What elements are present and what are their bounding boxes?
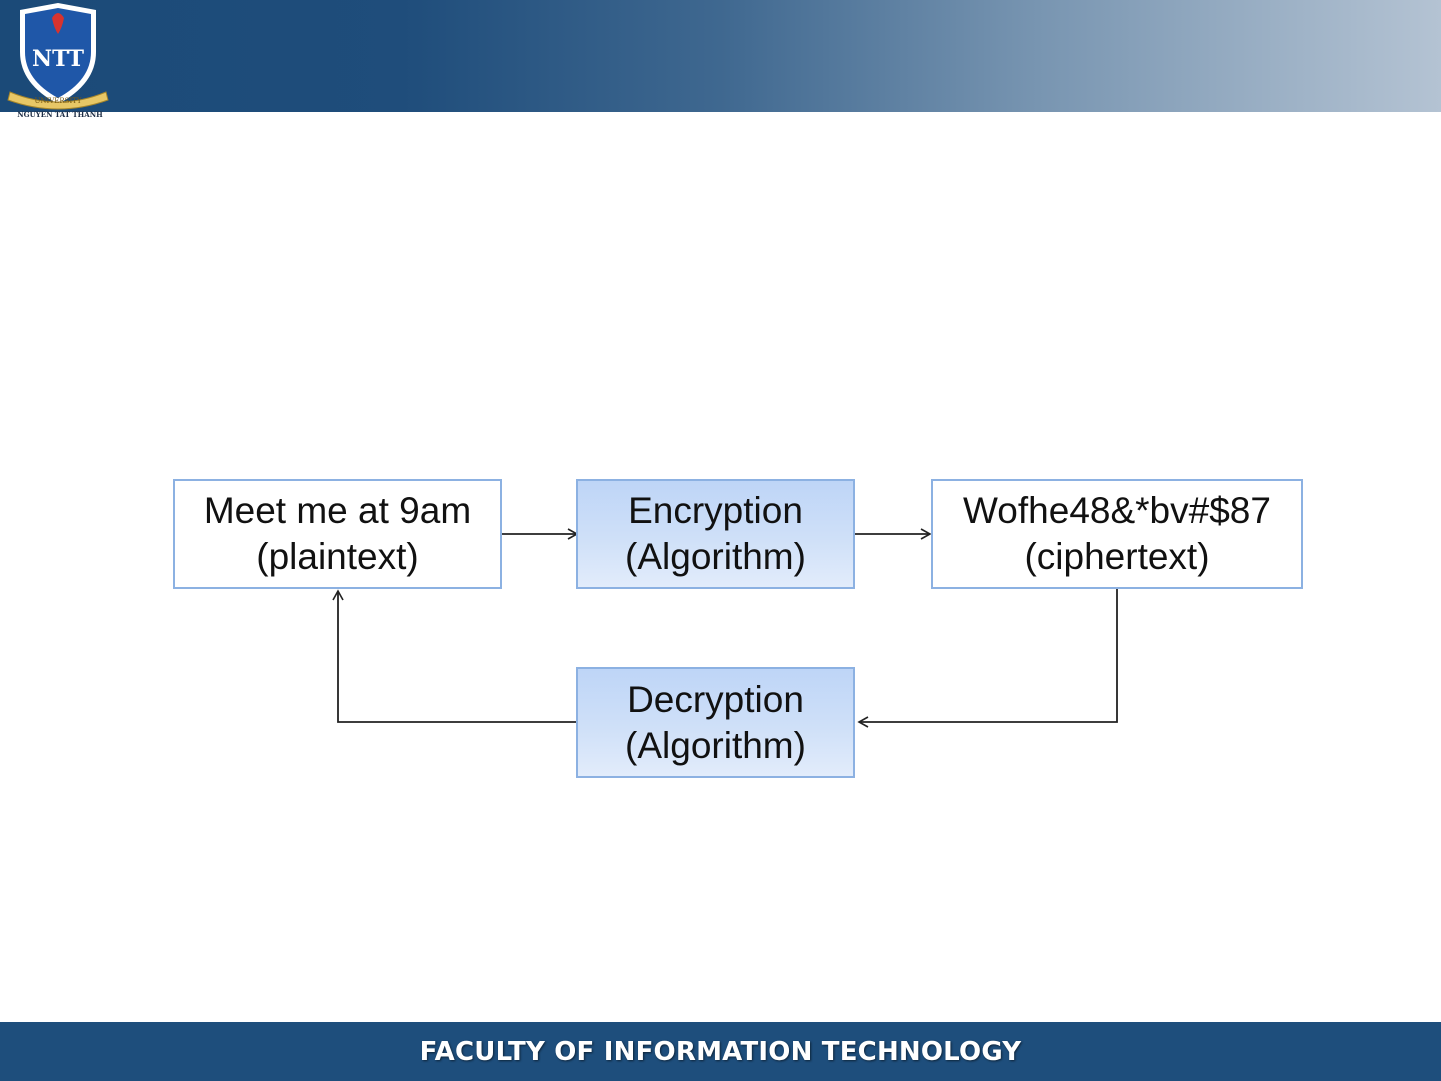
ciphertext-box: Wofhe48&*bv#$87 (ciphertext) — [931, 479, 1303, 589]
ciphertext-message: Wofhe48&*bv#$87 — [963, 488, 1271, 534]
plaintext-label: (plaintext) — [256, 534, 418, 580]
footer-band: FACULTY OF INFORMATION TECHNOLOGY — [0, 1022, 1441, 1081]
plaintext-box: Meet me at 9am (plaintext) — [173, 479, 502, 589]
decryption-to-plaintext-arrow — [338, 591, 577, 722]
footer-title: FACULTY OF INFORMATION TECHNOLOGY — [420, 1037, 1022, 1067]
decryption-box: Decryption (Algorithm) — [576, 667, 855, 778]
encryption-title: Encryption — [628, 488, 803, 534]
encryption-box: Encryption (Algorithm) — [576, 479, 855, 589]
decryption-title: Decryption — [627, 677, 804, 723]
ciphertext-to-decryption-arrow — [859, 589, 1117, 722]
encryption-label: (Algorithm) — [625, 534, 806, 580]
plaintext-message: Meet me at 9am — [204, 488, 471, 534]
decryption-label: (Algorithm) — [625, 723, 806, 769]
ciphertext-label: (ciphertext) — [1024, 534, 1209, 580]
